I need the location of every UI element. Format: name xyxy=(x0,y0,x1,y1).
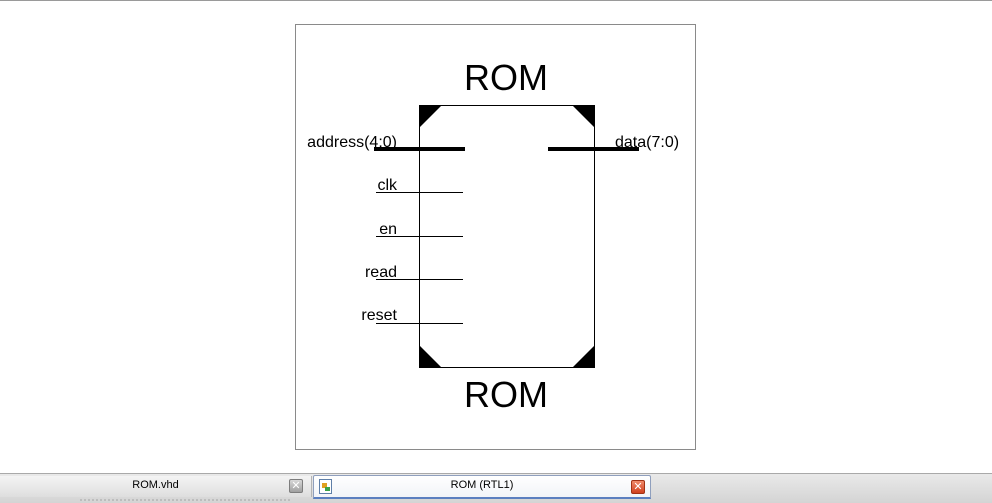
top-divider xyxy=(0,0,992,1)
port-data-label: data(7:0) xyxy=(615,134,679,151)
port-read-label: read xyxy=(365,264,397,281)
tab-rom-vhd[interactable]: ROM.vhd ✕ xyxy=(0,476,312,501)
tab-rom-vhd-label: ROM.vhd xyxy=(132,479,179,491)
close-icon[interactable]: ✕ xyxy=(289,479,303,493)
corner-marker xyxy=(573,106,594,127)
component-title-top: ROM xyxy=(464,57,548,98)
editor-tab-bar: ROM.vhd ✕ ROM (RTL1) ✕ xyxy=(0,473,992,503)
component-title-bottom: ROM xyxy=(464,374,548,415)
close-icon[interactable]: ✕ xyxy=(631,480,645,494)
corner-marker xyxy=(573,346,594,367)
schematic-file-icon xyxy=(319,479,332,494)
port-reset-label: reset xyxy=(361,307,397,324)
corner-marker xyxy=(420,106,441,127)
schematic-canvas[interactable]: ROM ROM address(4:0) clk en read reset d… xyxy=(0,1,992,473)
tab-rom-rtl-label: ROM (RTL1) xyxy=(450,479,514,491)
port-clk-label: clk xyxy=(377,177,398,194)
port-en-label: en xyxy=(379,221,397,238)
corner-marker xyxy=(420,346,441,367)
rtl-schematic[interactable]: ROM ROM address(4:0) clk en read reset d… xyxy=(0,1,992,473)
tab-rom-rtl[interactable]: ROM (RTL1) ✕ xyxy=(313,475,651,499)
port-address-label: address(4:0) xyxy=(307,134,397,151)
